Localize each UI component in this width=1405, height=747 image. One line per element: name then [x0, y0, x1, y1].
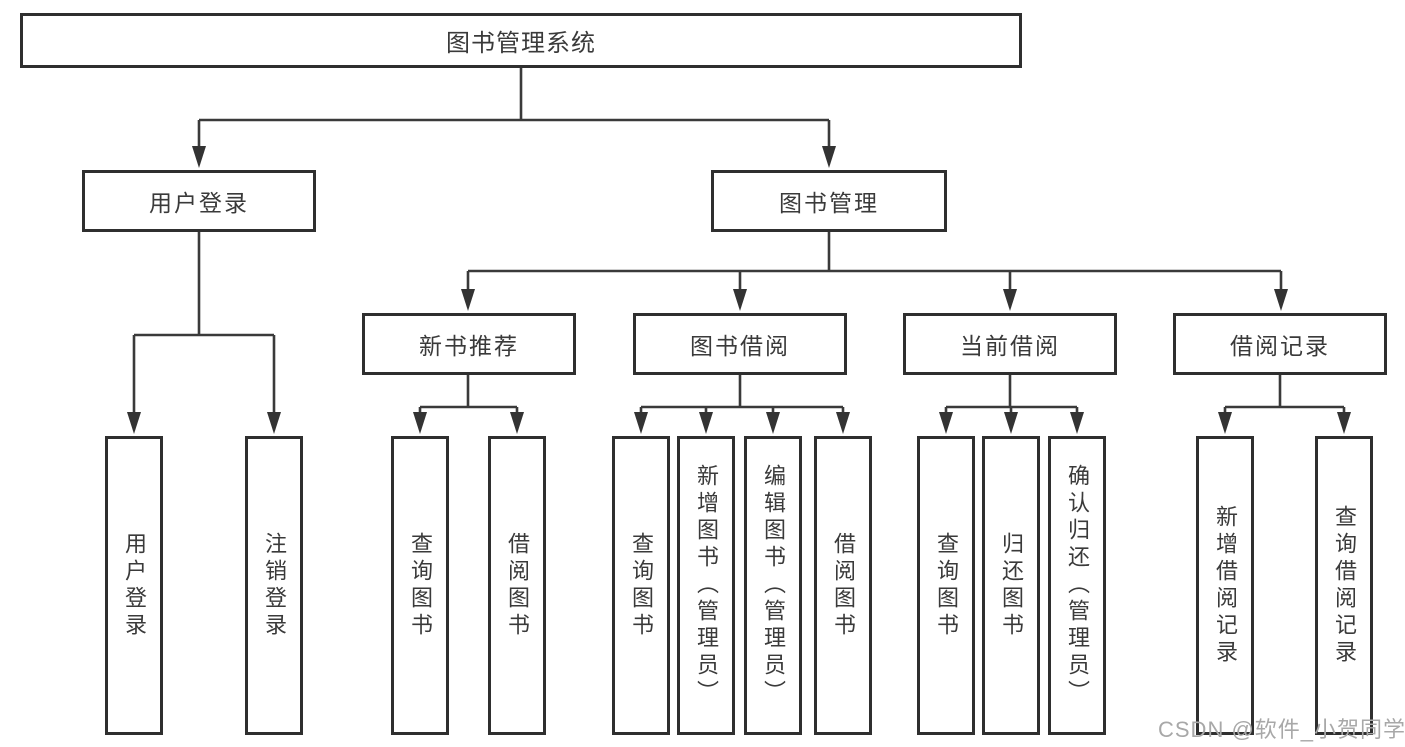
- leaf-label: 归还图书: [999, 531, 1024, 640]
- leaf-logout: 注销登录: [245, 436, 303, 735]
- node-book-management: 图书管理: [711, 170, 947, 232]
- node-root: 图书管理系统: [20, 13, 1022, 68]
- leaf-query-books-recommend: 查询图书: [391, 436, 449, 735]
- leaf-label: 确认归还（管理员）: [1065, 464, 1090, 707]
- leaf-query-books-borrow: 查询图书: [612, 436, 670, 735]
- leaf-add-borrow-record: 新增借阅记录: [1196, 436, 1254, 735]
- leaf-edit-book-admin: 编辑图书（管理员）: [744, 436, 802, 735]
- watermark-text: CSDN @软件_小贺同学: [1158, 717, 1405, 742]
- node-new-book-recommend: 新书推荐: [362, 313, 576, 375]
- leaf-query-borrow-record: 查询借阅记录: [1315, 436, 1373, 735]
- node-book-borrow: 图书借阅: [633, 313, 847, 375]
- leaf-return-book: 归还图书: [982, 436, 1040, 735]
- node-current-borrow: 当前借阅: [903, 313, 1117, 375]
- leaf-label: 编辑图书（管理员）: [761, 464, 786, 707]
- leaf-label: 查询图书: [934, 531, 959, 640]
- leaf-borrow-books-recommend: 借阅图书: [488, 436, 546, 735]
- leaf-label: 查询图书: [629, 531, 654, 640]
- node-user-login: 用户登录: [82, 170, 316, 232]
- leaf-borrow-books: 借阅图书: [814, 436, 872, 735]
- leaf-label: 查询图书: [408, 531, 433, 640]
- leaf-add-book-admin: 新增图书（管理员）: [677, 436, 735, 735]
- leaf-label: 查询借阅记录: [1332, 504, 1357, 667]
- leaf-label: 注销登录: [262, 531, 287, 640]
- leaf-label: 用户登录: [122, 531, 147, 640]
- node-borrow-records: 借阅记录: [1173, 313, 1387, 375]
- leaf-user-login: 用户登录: [105, 436, 163, 735]
- leaf-confirm-return-admin: 确认归还（管理员）: [1048, 436, 1106, 735]
- leaf-label: 新增借阅记录: [1213, 504, 1238, 667]
- leaf-label: 借阅图书: [831, 531, 856, 640]
- leaf-query-books-current: 查询图书: [917, 436, 975, 735]
- leaf-label: 借阅图书: [505, 531, 530, 640]
- leaf-label: 新增图书（管理员）: [694, 464, 719, 707]
